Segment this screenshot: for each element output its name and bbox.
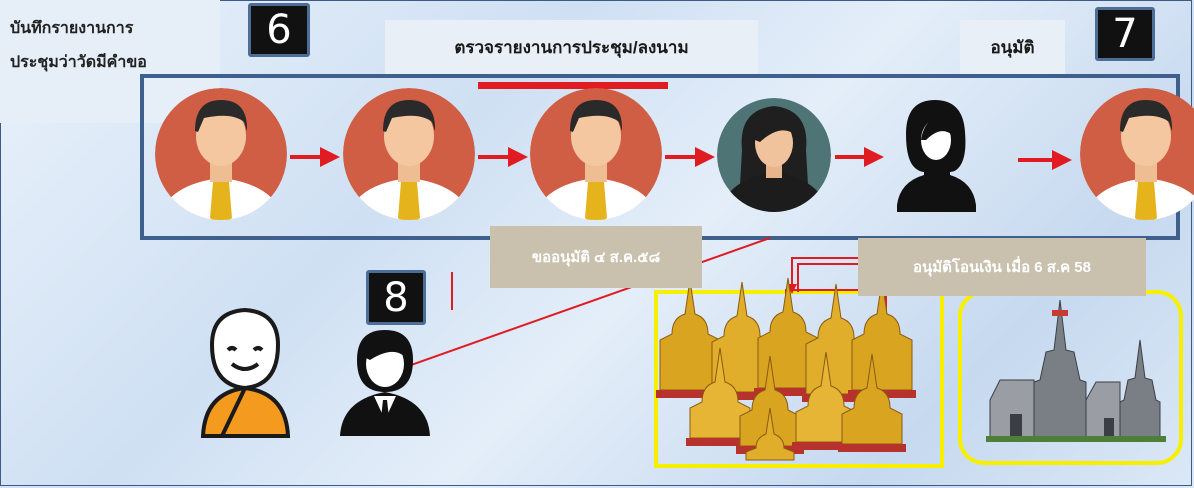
- note-line-1: บันทึกรายงานการ: [10, 20, 134, 37]
- flow-arrows: [290, 147, 1072, 170]
- step-8-badge: 8: [366, 270, 426, 325]
- businessman-icon: [340, 330, 430, 436]
- review-header: ตรวจรายงานการประชุม/ลงนาม: [385, 20, 758, 74]
- red-bar: [478, 82, 668, 89]
- woman-silhouette-icon: [897, 100, 976, 212]
- man-avatar-icon: [530, 88, 662, 220]
- man-avatar-icon: [1080, 88, 1194, 220]
- step-7-badge: 7: [1095, 7, 1155, 61]
- monk-icon: [200, 307, 291, 438]
- step-6-badge: 6: [248, 3, 310, 57]
- approve-header: อนุมัติ: [960, 20, 1065, 74]
- request-callout: ขออนุมัติ ๔ ส.ค.๕๘: [490, 226, 702, 288]
- temple-icon: [986, 299, 1166, 442]
- note-line-2: ประชุมว่าวัดมีคำขอ: [10, 54, 147, 71]
- man-avatar-icon: [343, 88, 475, 220]
- arrow-to-officer: [378, 237, 771, 379]
- man-avatar-icon: [155, 88, 287, 220]
- woman-avatar-icon: [717, 98, 831, 212]
- golden-pagoda-icon: [656, 277, 916, 461]
- transfer-callout: อนุมัติโอนเงิน เมื่อ 6 ส.ค 58: [858, 238, 1146, 296]
